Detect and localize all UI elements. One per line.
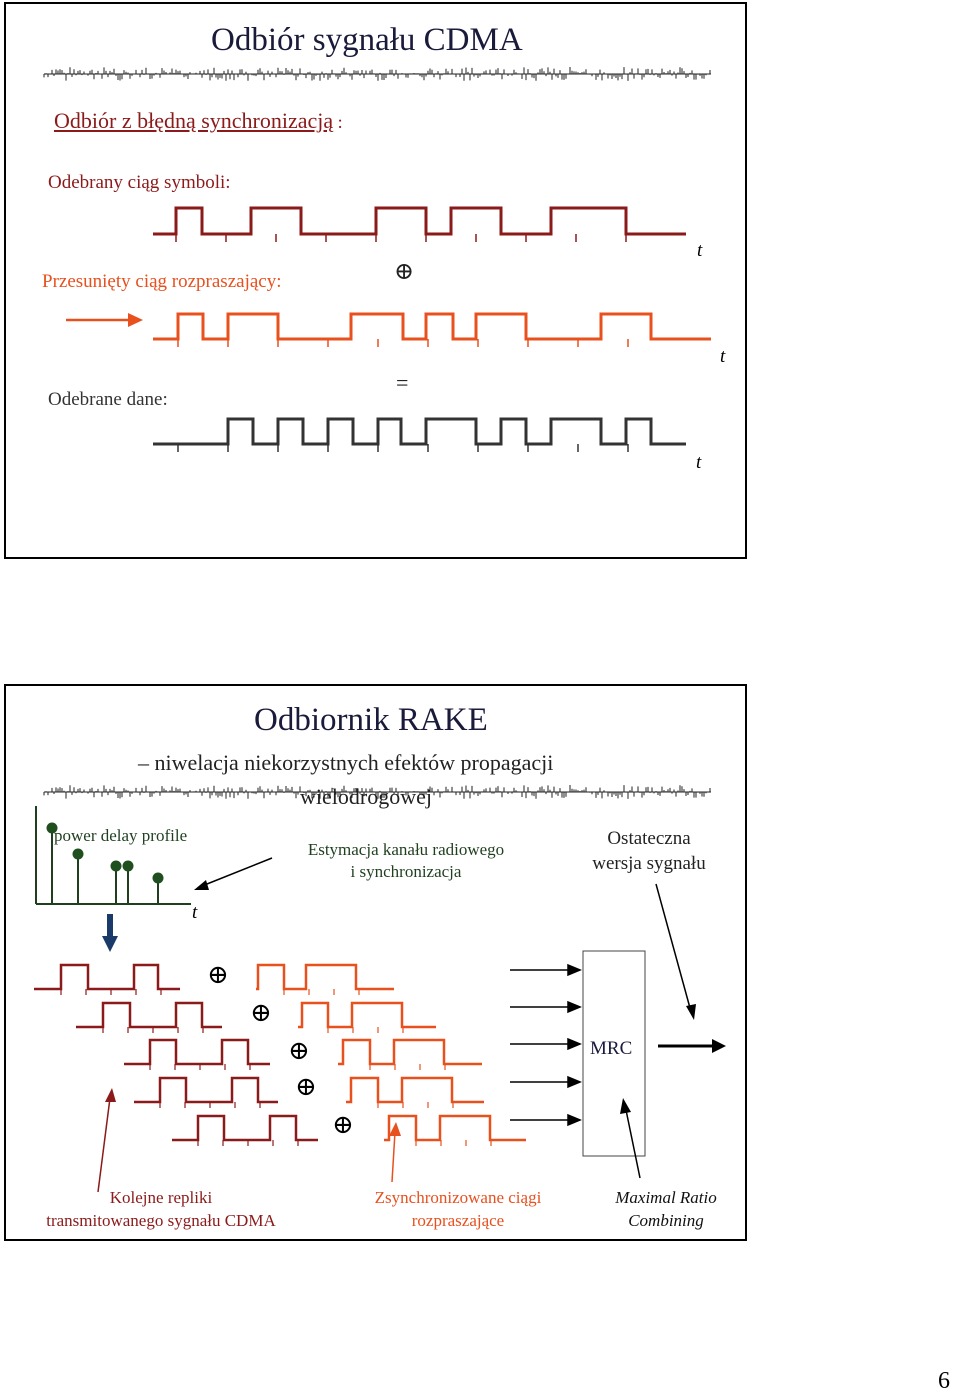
sync-4 — [346, 1076, 484, 1104]
decorative-noise-line — [43, 785, 711, 799]
slide-rake-receiver: Odbiornik RAKE – niwelacja niekorzystnyc… — [4, 684, 747, 1241]
xor-operator: ⊕ — [394, 259, 415, 285]
power-delay-profile-plot — [35, 806, 191, 905]
axis-t-symbols: t — [697, 240, 703, 261]
xor-operator: ⊕ — [250, 998, 272, 1027]
slide1-subtitle: Odbiór z błędną synchronizacją : — [54, 108, 343, 134]
axis-t-spreading: t — [720, 346, 726, 367]
caption-replicas-line1: Kolejne repliki — [109, 1188, 213, 1207]
replica-waveforms — [34, 963, 318, 1142]
subtitle-line2: wielodrogowej — [300, 784, 432, 809]
estimation-arrow — [201, 857, 273, 887]
mrc-box — [582, 950, 646, 1157]
estimation-label: Estymacja kanału radiowego i synchroniza… — [290, 839, 522, 883]
sync-2 — [298, 1001, 436, 1029]
final-version-label: Ostateczna wersja sygnału — [582, 826, 716, 876]
caption-replicas-line2: transmitowanego sygnału CDMA — [46, 1211, 276, 1230]
sync-3 — [338, 1038, 482, 1066]
page-number: 6 — [938, 1368, 950, 1394]
label-received-symbols: Odebrany ciąg symboli: — [48, 172, 231, 193]
pdp-axis-t: t — [192, 902, 198, 923]
axis-t-data: t — [696, 452, 702, 473]
label-received-data: Odebrane dane: — [48, 389, 168, 410]
sync-caption-arrow — [391, 1131, 396, 1183]
subtitle-line1: – niwelacja niekorzystnych efektów propa… — [138, 750, 554, 775]
xor-operator: ⊕ — [288, 1036, 310, 1065]
caption-mrc-line1: Maximal Ratio — [615, 1188, 717, 1207]
xor-operator: ⊕ — [332, 1110, 354, 1139]
mrc-input-arrows — [510, 963, 582, 1127]
subtitle-text: Odbiór z błędną synchronizacją — [54, 108, 334, 133]
sync-1 — [256, 963, 394, 991]
final-line2: wersja sygnału — [592, 853, 706, 874]
subtitle-suffix: : — [333, 112, 343, 132]
slide1-graphics — [43, 67, 711, 452]
slide2-graphics — [34, 785, 726, 1193]
symbols-axis-ticks — [175, 234, 627, 242]
caption-sync-line1: Zsynchronizowane ciągi — [374, 1188, 542, 1207]
sync-ticks — [283, 989, 492, 1146]
down-arrow-shaft — [107, 914, 113, 938]
estimation-line1: Estymacja kanału radiowego — [307, 840, 505, 859]
replica-ticks — [60, 989, 299, 1146]
replica-2 — [76, 1001, 222, 1029]
caption-mrc-line2: Combining — [628, 1211, 704, 1230]
slide-title: Odbiór sygnału CDMA — [211, 22, 523, 58]
caption-replicas: Kolejne repliki transmitowanego sygnału … — [36, 1186, 286, 1232]
down-arrow-head — [102, 936, 118, 952]
caption-mrc: Maximal Ratio Combining — [598, 1186, 734, 1232]
mrc-label: MRC — [590, 1038, 633, 1059]
replica-4 — [134, 1076, 278, 1104]
caption-sync: Zsynchronizowane ciągi rozpraszające — [356, 1186, 560, 1232]
shifted-spreading-waveform — [153, 312, 711, 341]
sync-spreading-waveforms — [256, 963, 526, 1142]
xor-operator: ⊕ — [207, 960, 229, 989]
replica-5 — [172, 1114, 318, 1142]
spreading-axis-ticks — [177, 339, 629, 347]
shift-arrow-head — [128, 313, 143, 327]
final-version-arrow — [655, 883, 691, 1009]
equals-operator: = — [396, 370, 409, 395]
xor-operator: ⊕ — [295, 1072, 317, 1101]
mrc-caption-arrow — [625, 1109, 641, 1179]
sync-5 — [384, 1114, 526, 1142]
final-line1: Ostateczna — [607, 828, 691, 849]
received-symbols-waveform — [153, 206, 686, 236]
power-delay-profile-label: power delay profile — [54, 826, 188, 845]
replicas-caption-arrow — [97, 1097, 111, 1193]
data-axis-ticks — [177, 444, 629, 452]
slide-title: Odbiornik RAKE — [254, 702, 488, 738]
replica-1 — [34, 963, 180, 991]
estimation-line2: i synchronizacja — [350, 862, 462, 881]
slide-cdma-reception: Odbiór sygnału CDMA — [4, 2, 747, 559]
caption-sync-line2: rozpraszające — [411, 1211, 505, 1230]
received-data-waveform — [153, 417, 686, 446]
decorative-noise-line — [43, 67, 711, 81]
label-shifted-spreading: Przesunięty ciąg rozpraszający: — [42, 271, 282, 292]
replica-3 — [124, 1038, 270, 1066]
